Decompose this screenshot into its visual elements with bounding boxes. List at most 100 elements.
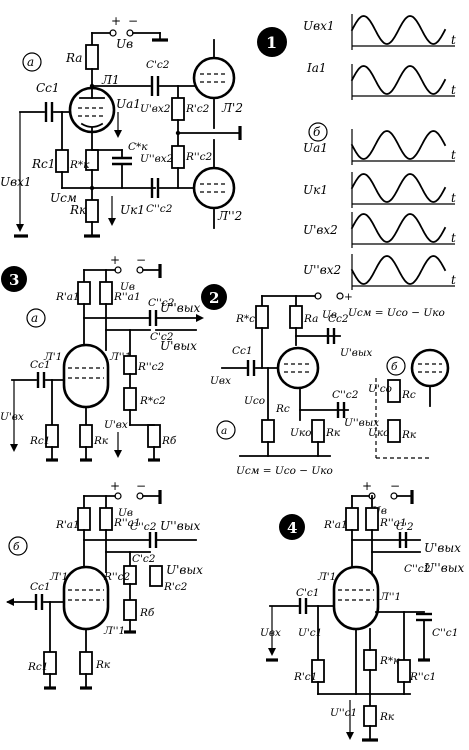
- label-rk: Rк: [69, 203, 87, 217]
- fig4-label-l1p: Л'1: [317, 571, 336, 583]
- wave-label-uk1: Uк1: [303, 183, 328, 197]
- fig4-label-uc1p: U'c1: [298, 627, 322, 639]
- resistor-fig2b-rc: [387, 379, 401, 403]
- fig3-plus: +: [110, 253, 120, 267]
- fig2b-label-rc: Rc: [401, 389, 416, 401]
- label-ucm: Uсм: [50, 191, 77, 205]
- fig3b-label-u-supply: Uв: [118, 507, 133, 519]
- waveform-trace: [350, 255, 447, 285]
- fig3-minus: −: [136, 253, 146, 267]
- resistor-fig3-rk: [79, 424, 93, 448]
- wave-time-label: t: [451, 33, 456, 47]
- fig3b-label-l1p: Л'1: [49, 571, 68, 583]
- fig3b-label-uvyxp: U'вых: [166, 563, 203, 577]
- fig2-label-cc2: Cc2: [328, 313, 349, 325]
- resistor-fig2-rk: [311, 419, 325, 443]
- fig4-label-uc1pp: U''c1: [330, 707, 357, 719]
- figure-number-1: 1: [257, 27, 287, 57]
- fig3b-label-rc2pp: R''c2: [103, 571, 131, 583]
- label-uk1: Uк1: [120, 203, 145, 217]
- supply-minus-sign: −: [128, 14, 138, 28]
- fig3-label-cc2p: C'c2: [150, 331, 174, 343]
- resistor-fig2-rc: [261, 419, 275, 443]
- fig3-label-uvxp: U'вх: [0, 411, 24, 423]
- resistor-fig4-ra1pp: [365, 507, 379, 531]
- fig2-label-ra: Ra: [303, 313, 318, 325]
- fig2-formula-bottom: Uсм = Uсо − Uко: [236, 465, 333, 477]
- fig2-subfigure-a-marker: [216, 420, 236, 440]
- fig3b-subfigure-b-marker: [8, 536, 28, 556]
- fig3-label-uvxp-2: U'вх: [104, 419, 128, 431]
- subfigure-b-letter: б: [313, 125, 321, 139]
- waveform-trace: [350, 65, 447, 95]
- wave-time-label: t: [451, 273, 456, 287]
- fig3-label-cc1: Cc1: [30, 359, 51, 371]
- fig4-minus: −: [390, 479, 400, 493]
- fig3-label-u-supply: Uв: [120, 281, 135, 293]
- waveform-trace: [350, 15, 447, 45]
- fig2-label-uvyxpp: U''вых: [344, 417, 379, 429]
- figure-1-circuit: + − Uв Ra Л1 Cc1 Rc1: [0, 14, 243, 238]
- fig2-label-uvx: Uвх: [210, 375, 231, 387]
- wave-label-uvx2p: U'вх2: [303, 223, 338, 237]
- subfigure-b-marker: [308, 122, 328, 142]
- resistor-fig4-ra1p: [345, 507, 359, 531]
- fig2-label-rc-star: R*c: [235, 313, 255, 325]
- fig4-label-uvyxpp: U''вых: [424, 561, 464, 575]
- fig3b-label-ra1p: R'a1: [55, 519, 80, 531]
- label-l2p: Л'2: [221, 101, 243, 115]
- fig3-subfigure-a-marker: [26, 308, 46, 328]
- fig4-label-uvx: Uвх: [260, 627, 281, 639]
- wave-time-label: t: [451, 83, 456, 97]
- fig2-subfigure-a-letter: а: [221, 425, 227, 437]
- fig3b-label-rc2p: R'c2: [163, 581, 188, 593]
- wave-label-ia1: Ia1: [306, 61, 327, 75]
- fig3b-label-cc2pp: C''c2: [130, 521, 157, 533]
- fig2b-label-rk: Rк: [401, 429, 417, 441]
- figure-4-circuit: 4 + − Uв R'a1 R''a1 C'2 C''c2 U'вых U''в…: [260, 479, 464, 742]
- fig4-label-c2p: C'2: [396, 521, 414, 533]
- fig2-label-rk: Rк: [325, 427, 341, 439]
- fig3-label-rb: Rб: [161, 435, 177, 447]
- label-cc1: Cc1: [36, 81, 60, 95]
- wave-label-uvx2pp: U''вх2: [303, 263, 341, 277]
- label-l2pp: Л''2: [217, 209, 242, 223]
- fig3-label-uvyxp: U'вых: [160, 339, 197, 353]
- fig2b-label-ucop: U'со: [368, 383, 392, 395]
- label-uvx1: Uвх1: [0, 175, 32, 189]
- fig3b-subfigure-b-letter: б: [13, 541, 20, 553]
- resistor-fig3b-rb: [123, 599, 137, 621]
- label-cc2pp: C''c2: [146, 203, 173, 215]
- resistor-fig2b-rk: [387, 419, 401, 443]
- waveform-trace: [350, 213, 447, 243]
- resistor-fig3-rc2pp: [123, 355, 137, 375]
- resistor-rc-star: [255, 305, 269, 329]
- supply-plus-sign: +: [111, 14, 121, 28]
- label-ra: Ra: [65, 51, 82, 65]
- label-rk-star: R*к: [69, 159, 90, 171]
- fig2-label-cc1: Cc1: [232, 345, 253, 357]
- resistor-fig4-rk: [363, 705, 377, 727]
- fig3b-label-cc2p: C'c2: [132, 553, 156, 565]
- fig4-label-cc1pp: C''c1: [432, 627, 458, 639]
- fig2-label-rc: Rc: [275, 403, 290, 415]
- fig3-subfigure-a-letter: а: [31, 311, 38, 325]
- figure-number-2: 2: [201, 284, 227, 310]
- fig4-label-ra1pp: R''a1: [379, 517, 407, 529]
- fig4-label-cc2pp: C''c2: [404, 563, 431, 575]
- waveform-trace: [350, 173, 447, 203]
- fig3-label-ra1p: R'a1: [55, 291, 80, 303]
- wave-time-label: t: [451, 148, 456, 162]
- resistor-fig3-rb: [147, 424, 161, 448]
- label-rc2pp: R''c2: [185, 151, 213, 163]
- fig2-formula-top: Uсм = Uсо − Uко: [348, 307, 445, 319]
- fig3b-label-l1pp: Л''1: [103, 625, 125, 637]
- tube-l1p-double: [62, 343, 110, 409]
- label-rc1: Rc1: [31, 157, 55, 171]
- fig3-label-rk: Rк: [93, 435, 109, 447]
- fig3b-label-uvyxpp: U''вых: [160, 519, 200, 533]
- fig3-label-uvyxpp: U''вых: [160, 301, 200, 315]
- fig4-label-rk: Rк: [379, 711, 395, 723]
- fig3-label-rc2pp: R''c2: [137, 361, 165, 373]
